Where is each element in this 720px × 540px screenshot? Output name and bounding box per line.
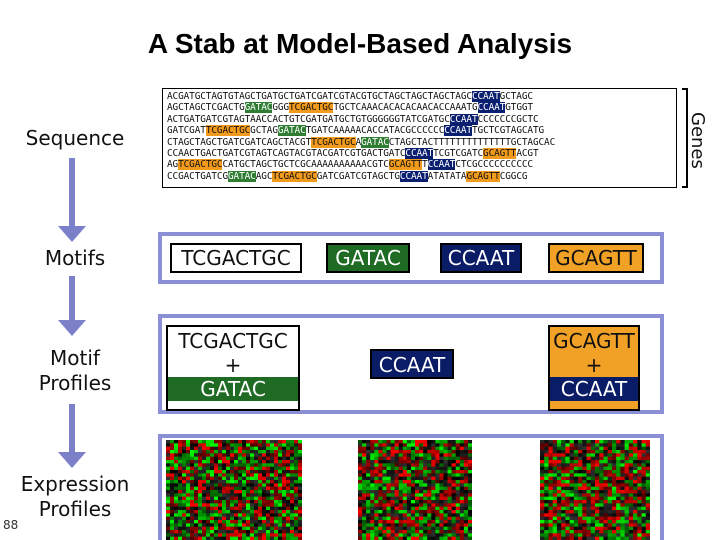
profile-3-bottom: CCAAT — [550, 377, 638, 401]
motif-highlight: CCAAT — [471, 91, 500, 102]
profile-1-top: TCGACTGC — [178, 329, 288, 353]
motif-profiles-frame — [158, 314, 664, 414]
sequence-text: ACGT — [516, 148, 539, 160]
sequence-text: CTAGCTACTTTTTTTTTTTTTTGCTAGCAC — [388, 136, 556, 148]
sequence-text: GATCGAT — [167, 125, 206, 137]
motif-highlight: GATAC — [277, 125, 306, 137]
expression-profiles-frame — [158, 434, 664, 540]
sequence-line: ACGATGCTAGTGTAGCTGATGCTGATCGATCGTACGTGCT… — [167, 91, 672, 102]
motif-highlight: CCAAT — [399, 170, 428, 182]
motif-highlight: GATAC — [361, 136, 389, 148]
down-arrow-icon — [58, 404, 86, 468]
sequence-text: A — [355, 136, 362, 148]
sequence-text: GCTAGC — [499, 91, 533, 102]
sequence-text: AG — [167, 159, 179, 171]
sequence-text: GTGGT — [505, 102, 533, 114]
sequence-line: CCGACTGATCGGATACAGCTCGACTGCGATCGATCGTAGC… — [167, 170, 672, 182]
sequence-text: CCCCCCCGCTC — [477, 113, 539, 125]
motif-highlight: GCAGTT — [388, 159, 423, 171]
motif-profiles-label: Motif Profiles — [10, 346, 140, 396]
sequence-text: GATCGATCGTAGCTG — [316, 170, 400, 182]
motif-highlight: CCAAT — [427, 159, 456, 171]
profile-1-plus: + — [224, 353, 242, 377]
sequence-text: CCAACTGACTGATCGTAGTCAGTACGTACGATCGTGACTG… — [167, 148, 406, 160]
motif-highlight: TCGACTGC — [205, 125, 251, 137]
page-number: 88 — [3, 518, 19, 532]
motif-highlight: GATAC — [244, 102, 273, 114]
sequence-text: TGCTCGTAGCATG — [471, 125, 545, 137]
sequence-text: CGGCG — [499, 170, 528, 182]
slide-title: A Stab at Model-Based Analysis — [147, 28, 573, 59]
motif-highlight: TCGACTGC — [272, 170, 317, 182]
profile-box-gcagtt-ccaat: GCAGTT + CCAAT — [548, 325, 640, 411]
expression-profiles-label-line1: Expression — [20, 472, 130, 496]
heatmap-1 — [166, 440, 302, 540]
sequence-line: CCAACTGACTGATCGTAGTCAGTACGTACGATCGTGACTG… — [167, 148, 672, 160]
sequence-text: ACGATGCTAGTGTAGCTGATGCTGATCGATCGTACGTGCT… — [167, 91, 472, 102]
sequence-text: CTCGCCCCCCCCCC — [455, 159, 533, 171]
sequence-text: GGG — [272, 102, 289, 114]
motif-highlight: GCAGTT — [466, 170, 500, 182]
sequence-text: ATATATA — [427, 170, 467, 182]
motifs-frame — [158, 232, 664, 284]
motif-box-tcgactgc: TCGACTGC — [170, 243, 302, 273]
sequence-line: GATCGATTCGACTGCGCTAGGATACTGATCAAAAACACCA… — [167, 125, 672, 137]
motif-highlight: CCAAT — [444, 125, 472, 137]
sequence-text: CATGCTAGCTGCTCGCAAAAAAAAAACGTC — [222, 159, 389, 171]
motif-box-gatac: GATAC — [326, 243, 410, 273]
motif-highlight: GATAC — [228, 170, 256, 182]
motif-highlight: CCAAT — [477, 102, 506, 114]
heatmap-3 — [540, 440, 650, 540]
profile-3-plus: + — [585, 353, 603, 377]
motif-highlight: CCAAT — [449, 113, 478, 125]
sequence-line: AGTCGACTGCCATGCTAGCTGCTCGCAAAAAAAAAACGTC… — [167, 159, 672, 171]
sequence-text: AGCTAGCTCGACTG — [167, 102, 245, 114]
profile-box-ccaat: CCAAT — [370, 349, 454, 379]
motif-highlight: TCGACTGC — [289, 102, 334, 114]
sequence-text: CTAGCTAGCTGATCGATCAGCTACGT — [167, 136, 312, 148]
sequence-line: CTAGCTAGCTGATCGATCAGCTACGTTCGACTGCAGATAC… — [167, 136, 672, 148]
sequence-text: ACTGATGATCGTAGTAACCACTGTCGATGATGCTGTGGGG… — [167, 113, 450, 125]
motif-box-ccaat: CCAAT — [440, 243, 522, 273]
motif-highlight: GCAGTT — [483, 148, 517, 160]
sequence-text: CCGACTGATCG — [167, 170, 228, 182]
genes-label: Genes — [687, 112, 708, 169]
sequence-label: Sequence — [25, 126, 125, 150]
sequence-text: TGATCAAAAACACCATACGCCCCCC — [305, 125, 445, 137]
sequence-box: ACGATGCTAGTGTAGCTGATGCTGATCGATCGTACGTGCT… — [162, 88, 677, 188]
motif-highlight: CCAAT — [405, 148, 434, 160]
motif-box-gcagtt: GCAGTT — [548, 243, 644, 273]
motif-highlight: TCGACTGC — [178, 159, 223, 171]
sequence-line: ACTGATGATCGTAGTAACCACTGTCGATGATGCTGTGGGG… — [167, 113, 672, 125]
expression-profiles-label: Expression Profiles — [10, 472, 140, 522]
down-arrow-icon — [58, 158, 86, 242]
profile-1-bottom: GATAC — [168, 377, 298, 401]
down-arrow-icon — [58, 276, 86, 340]
motif-profiles-label-line2: Profiles — [38, 371, 112, 395]
motifs-label: Motifs — [44, 246, 106, 270]
motif-profiles-label-line1: Motif — [50, 346, 100, 370]
sequence-line: AGCTAGCTCGACTGGATACGGGTCGACTGCTGCTCAAACA… — [167, 102, 672, 114]
sequence-text: TCGTCGATC — [433, 148, 484, 160]
sequence-text: TGCTCAAACACACACAACACCAAATG — [333, 102, 478, 114]
profile-box-tcgactgc-gatac: TCGACTGC + GATAC — [166, 325, 300, 411]
motif-highlight: TCGACTGC — [311, 136, 356, 148]
sequence-text: T — [422, 159, 428, 171]
expression-profiles-label-line2: Profiles — [38, 497, 112, 521]
heatmap-2 — [358, 440, 472, 540]
sequence-text: AGC — [255, 170, 273, 182]
genes-bracket — [682, 88, 688, 188]
sequence-text: GCTAG — [250, 125, 278, 137]
profile-3-top: GCAGTT — [553, 329, 635, 353]
